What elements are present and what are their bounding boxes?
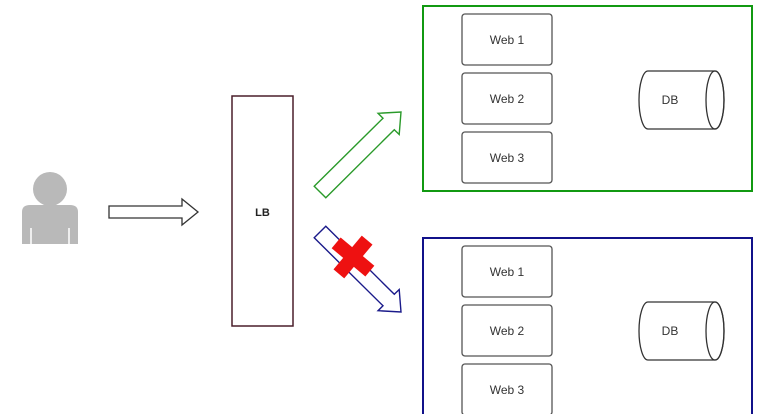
web-server-label: Web 3 bbox=[490, 151, 525, 165]
arrow-lb-to-green-cluster bbox=[313, 111, 402, 199]
database-cylinder: DB bbox=[638, 70, 725, 130]
database-cylinder: DB bbox=[638, 301, 725, 361]
web-server-box: Web 2 bbox=[461, 304, 553, 357]
database-label: DB bbox=[662, 324, 679, 338]
load-balancer: LB bbox=[231, 95, 294, 327]
web-server-label: Web 2 bbox=[490, 92, 525, 106]
web-server-label: Web 1 bbox=[490, 33, 525, 47]
web-server-label: Web 3 bbox=[490, 383, 525, 397]
cluster-green-border bbox=[422, 5, 753, 192]
lb-label: LB bbox=[255, 207, 270, 219]
database-label: DB bbox=[662, 93, 679, 107]
web-server-box: Web 2 bbox=[461, 72, 553, 125]
web-server-label: Web 1 bbox=[490, 265, 525, 279]
cluster-green: Web 1 Web 2 Web 3 DB bbox=[422, 5, 753, 192]
web-server-box: Web 3 bbox=[461, 131, 553, 184]
red-cross-icon bbox=[331, 235, 375, 279]
user-icon bbox=[22, 172, 78, 244]
web-server-box: Web 3 bbox=[461, 363, 553, 414]
arrow-user-to-lb bbox=[108, 197, 200, 227]
cluster-blue-border bbox=[422, 237, 753, 414]
web-server-box: Web 1 bbox=[461, 13, 553, 66]
cluster-blue: Web 1 Web 2 Web 3 DB bbox=[422, 237, 753, 414]
web-server-box: Web 1 bbox=[461, 245, 553, 298]
web-server-label: Web 2 bbox=[490, 324, 525, 338]
